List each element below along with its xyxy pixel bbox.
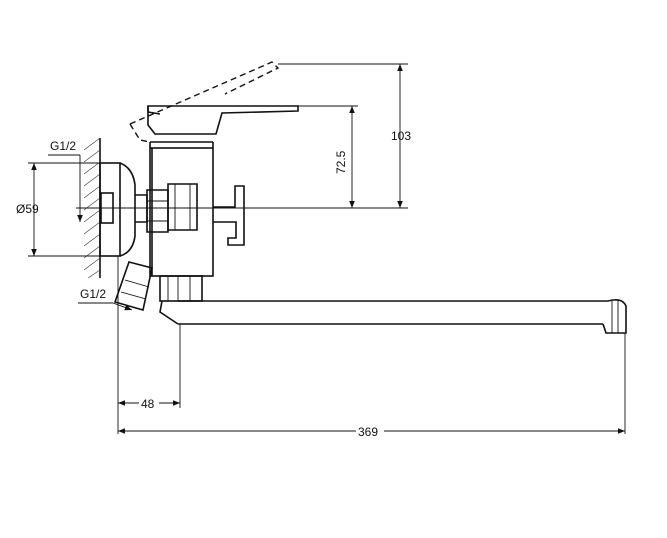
thread-label-top: G1/2 [48,139,83,222]
thread-label-bottom: G1/2 [78,287,133,311]
mixer-body [149,141,214,277]
dimension-diameter-59: Ø59 [16,162,100,257]
thread-bottom-label: G1/2 [80,287,106,301]
spout [178,299,627,334]
diverter-knob [213,185,245,246]
dimension-72-5: 72.5 [298,105,358,208]
wall-flange [99,162,136,257]
spout-nut [159,275,203,325]
dim-369-label: 369 [358,425,378,439]
dimension-48: 48 [118,396,180,411]
dim-72-5-label: 72.5 [334,150,348,174]
mixer-handle [147,105,299,135]
thread-top-label: G1/2 [50,139,76,153]
dim-59-label: Ø59 [16,202,39,216]
dim-103-label: 103 [391,129,411,143]
dimension-369: 369 [118,424,625,439]
dimension-103: 103 [278,63,411,208]
handle-raised-position [129,61,280,143]
lower-eccentric [113,261,153,312]
dim-48-label: 48 [141,397,155,411]
